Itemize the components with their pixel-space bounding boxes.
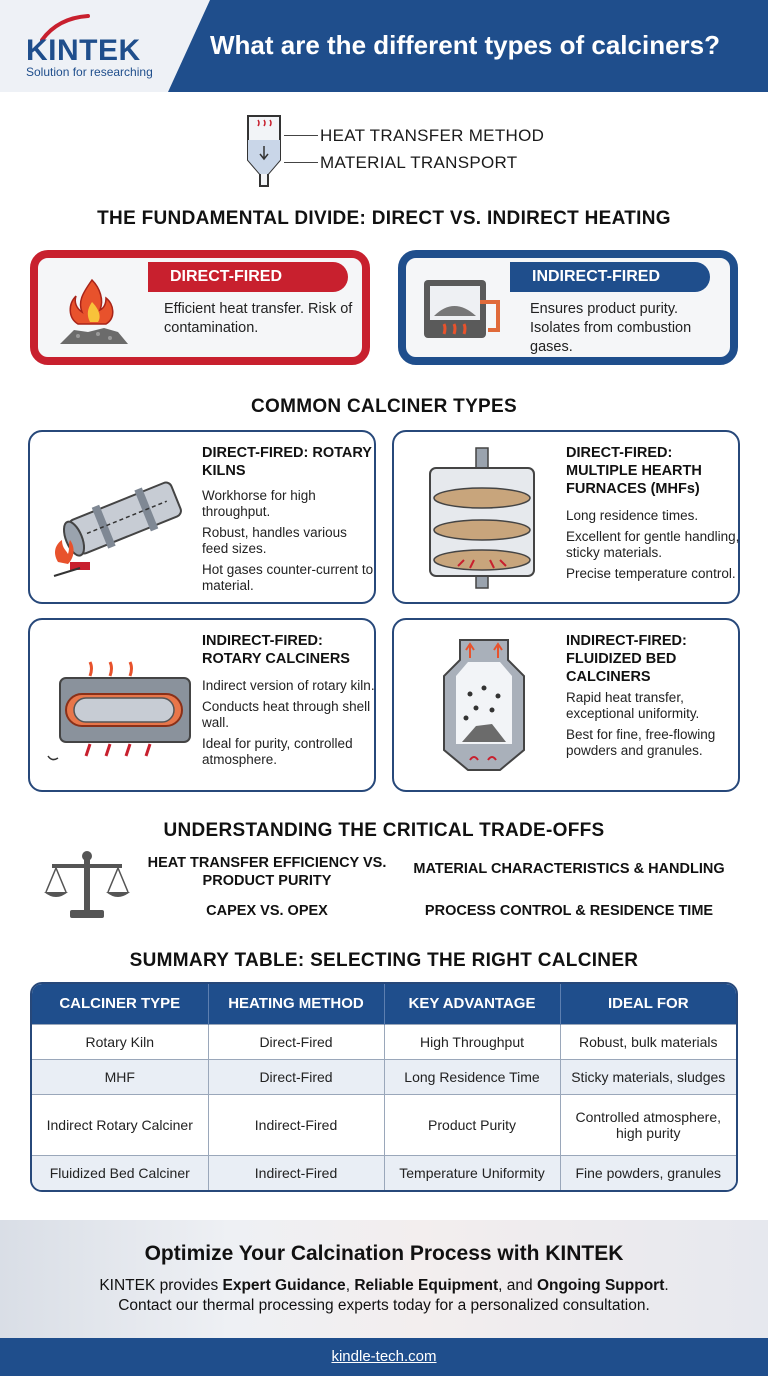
cta-highlight: Expert Guidance xyxy=(222,1277,346,1294)
logo-tagline: Solution for researching xyxy=(26,65,153,79)
mhf-card: DIRECT-FIRED: MULTIPLE HEARTH FURNACES (… xyxy=(392,430,740,604)
table-cell: Fluidized Bed Calciner xyxy=(32,1155,209,1190)
indirect-rotary-calciner-icon xyxy=(47,661,191,761)
summary-table: CALCINER TYPE HEATING METHOD KEY ADVANTA… xyxy=(30,982,738,1192)
tradeoff-efficiency-purity: HEAT TRANSFER EFFICIENCY VS. PRODUCT PUR… xyxy=(147,855,387,889)
table-cell: Fine powders, granules xyxy=(560,1155,736,1190)
header: KINTEK Solution for researching What are… xyxy=(0,0,768,92)
cta-text-part: . xyxy=(664,1277,669,1294)
logo-swoosh-icon xyxy=(40,14,90,42)
column-header: IDEAL FOR xyxy=(560,984,736,1024)
indirect-fired-card: INDIRECT-FIRED Ensures product purity. I… xyxy=(398,250,738,365)
indirect-rotary-details: Indirect version of rotary kiln. Conduct… xyxy=(202,678,376,773)
fluidized-bed-title: INDIRECT-FIRED: FLUIDIZED BED CALCINERS xyxy=(566,633,687,685)
table-cell: Direct-Fired xyxy=(208,1023,385,1060)
mhf-title: DIRECT-FIRED: MULTIPLE HEARTH FURNACES (… xyxy=(566,445,702,497)
calciner-vessel-icon xyxy=(247,115,281,187)
mhf-details: Long residence times. Excellent for gent… xyxy=(566,508,740,587)
flame-icon xyxy=(60,278,128,344)
rotary-kiln-line: Workhorse for high throughput. xyxy=(202,488,316,519)
divide-section-title: THE FUNDAMENTAL DIVIDE: DIRECT VS. INDIR… xyxy=(97,208,671,229)
cta-title: Optimize Your Calcination Process with K… xyxy=(144,1242,624,1265)
direct-fired-text: Efficient heat transfer. Risk of contami… xyxy=(164,301,353,336)
table-cell: Direct-Fired xyxy=(208,1058,385,1095)
cta-text-part: KINTEK provides xyxy=(99,1277,223,1294)
fluidized-bed-details: Rapid heat transfer, exceptional uniform… xyxy=(566,690,740,764)
page-title: What are the different types of calciner… xyxy=(210,30,721,60)
intro-pointer-line xyxy=(284,135,318,136)
direct-fired-card: DIRECT-FIRED Efficient heat transfer. Ri… xyxy=(30,250,370,365)
tradeoff-capex-opex: CAPEX VS. OPEX xyxy=(206,903,328,919)
types-section-title: COMMON CALCINER TYPES xyxy=(251,396,517,417)
fluidized-bed-line: Best for fine, free-flowing powders and … xyxy=(566,727,716,758)
rotary-kiln-line: Hot gases counter-current to material. xyxy=(202,562,374,593)
rotary-kiln-icon xyxy=(53,481,182,577)
column-header: KEY ADVANTAGE xyxy=(384,984,561,1024)
direct-fired-label: DIRECT-FIRED xyxy=(148,262,348,292)
balance-scale-icon xyxy=(44,851,130,918)
cta-highlight: Reliable Equipment xyxy=(354,1277,499,1294)
table-cell: Rotary Kiln xyxy=(32,1023,209,1060)
tradeoffs-section-title: UNDERSTANDING THE CRITICAL TRADE-OFFS xyxy=(163,820,605,841)
table-cell: Long Residence Time xyxy=(384,1058,561,1095)
indirect-furnace-icon xyxy=(424,280,500,338)
multiple-hearth-furnace-icon xyxy=(429,447,535,589)
mhf-line: Long residence times. xyxy=(566,508,699,523)
mhf-line: Precise temperature control. xyxy=(566,566,736,581)
tradeoff-material-handling: MATERIAL CHARACTERISTICS & HANDLING xyxy=(413,861,725,877)
rotary-kiln-title: DIRECT-FIRED: ROTARY KILNS xyxy=(202,445,372,479)
column-header: HEATING METHOD xyxy=(208,984,385,1024)
indirect-rotary-line: Conducts heat through shell wall. xyxy=(202,699,371,730)
table-row: Fluidized Bed Calciner Indirect-Fired Te… xyxy=(32,1155,736,1190)
cta-contact-line: Contact our thermal processing experts t… xyxy=(118,1297,650,1314)
indirect-fired-label: INDIRECT-FIRED xyxy=(510,262,710,292)
table-cell: Robust, bulk materials xyxy=(560,1023,736,1060)
table-row: MHF Direct-Fired Long Residence Time Sti… xyxy=(32,1058,736,1095)
website-link[interactable]: kindle-tech.com xyxy=(331,1348,437,1365)
summary-section-title: SUMMARY TABLE: SELECTING THE RIGHT CALCI… xyxy=(129,950,639,971)
table-cell: Sticky materials, sludges xyxy=(560,1058,736,1095)
cta-text: KINTEK provides Expert Guidance, Reliabl… xyxy=(0,1276,768,1316)
table-cell: Controlled atmosphere, high purity xyxy=(560,1093,736,1156)
table-header-row: CALCINER TYPE HEATING METHOD KEY ADVANTA… xyxy=(32,984,736,1024)
table-row: Rotary Kiln Direct-Fired High Throughput… xyxy=(32,1023,736,1060)
table-cell: Product Purity xyxy=(384,1093,561,1156)
table-cell: High Throughput xyxy=(384,1023,561,1060)
intro-heat-transfer: HEAT TRANSFER METHOD xyxy=(320,126,545,145)
fluidized-bed-calciner-icon xyxy=(443,639,525,771)
indirect-rotary-title: INDIRECT-FIRED: ROTARY CALCINERS xyxy=(202,633,350,667)
logo: KINTEK xyxy=(26,34,141,67)
indirect-rotary-card: INDIRECT-FIRED: ROTARY CALCINERS Indirec… xyxy=(28,618,376,792)
indirect-rotary-line: Indirect version of rotary kiln. xyxy=(202,678,375,693)
tradeoff-process-control: PROCESS CONTROL & RESIDENCE TIME xyxy=(424,903,714,919)
cta-highlight: Ongoing Support xyxy=(536,1277,665,1294)
cta-text-part: , xyxy=(345,1277,355,1294)
fluidized-bed-line: Rapid heat transfer, exceptional uniform… xyxy=(566,690,700,721)
mhf-line: Excellent for gentle handling, sticky ma… xyxy=(566,529,740,560)
rotary-kiln-details: Workhorse for high throughput. Robust, h… xyxy=(202,488,376,599)
table-cell: MHF xyxy=(32,1058,209,1095)
call-to-action: Optimize Your Calcination Process with K… xyxy=(0,1220,768,1338)
rotary-kiln-card: DIRECT-FIRED: ROTARY KILNS Workhorse for… xyxy=(28,430,376,604)
rotary-kiln-line: Robust, handles various feed sizes. xyxy=(202,525,347,556)
table-cell: Indirect Rotary Calciner xyxy=(32,1093,209,1156)
intro-material-transport: MATERIAL TRANSPORT xyxy=(320,153,518,172)
intro-pointer-line xyxy=(284,162,318,163)
table-row: Indirect Rotary Calciner Indirect-Fired … xyxy=(32,1093,736,1156)
cta-text-part: , and xyxy=(498,1277,537,1294)
indirect-fired-text: Ensures product purity. Isolates from co… xyxy=(530,301,692,355)
table-cell: Indirect-Fired xyxy=(208,1093,385,1156)
fluidized-bed-card: INDIRECT-FIRED: FLUIDIZED BED CALCINERS … xyxy=(392,618,740,792)
column-header: CALCINER TYPE xyxy=(32,984,209,1024)
indirect-rotary-line: Ideal for purity, controlled atmosphere. xyxy=(202,736,353,767)
footer: kindle-tech.com xyxy=(0,1338,768,1376)
table-cell: Temperature Uniformity xyxy=(384,1155,561,1190)
logo-area: KINTEK Solution for researching xyxy=(0,0,210,92)
table-cell: Indirect-Fired xyxy=(208,1155,385,1190)
